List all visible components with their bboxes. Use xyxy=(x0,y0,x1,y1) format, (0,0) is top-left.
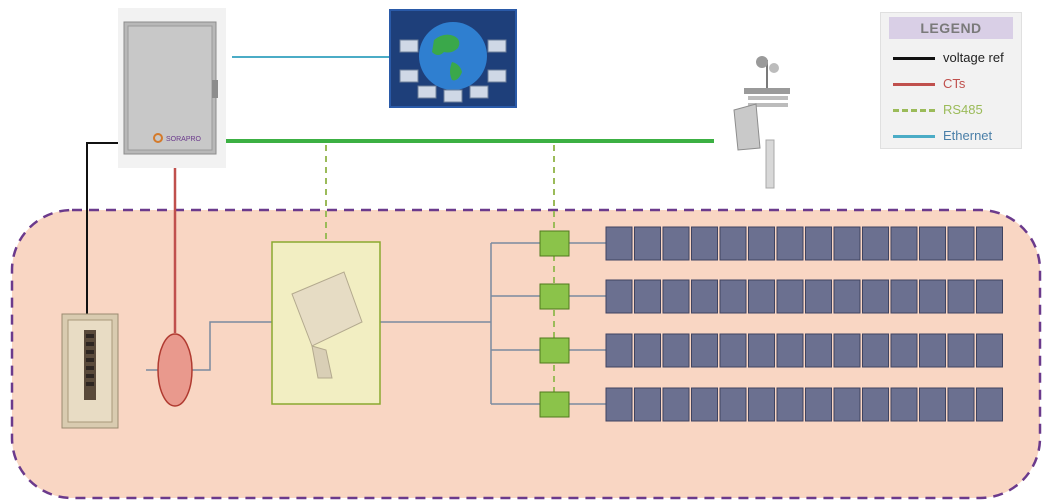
enclosure-logo: SORAPRO xyxy=(166,136,202,143)
solar-panel xyxy=(634,226,661,261)
solar-panel xyxy=(862,279,889,314)
legend-swatch-ethernet xyxy=(893,135,935,138)
solar-panel xyxy=(919,226,946,261)
solar-panel xyxy=(890,226,918,261)
solar-panel xyxy=(833,387,861,422)
solar-panel xyxy=(748,279,775,314)
solar-panel xyxy=(919,333,946,368)
legend-label-ethernet: Ethernet xyxy=(943,128,993,143)
current-transformer xyxy=(157,333,193,407)
solar-panel xyxy=(634,279,661,314)
solar-panel xyxy=(662,387,690,422)
solar-panel xyxy=(890,333,918,368)
solar-panel xyxy=(947,387,975,422)
voltage-ref-line xyxy=(86,142,118,314)
solar-panel xyxy=(776,226,804,261)
solar-panel xyxy=(634,387,661,422)
solar-panel xyxy=(919,279,946,314)
solar-panel xyxy=(719,333,747,368)
solar-panel xyxy=(976,333,1003,368)
solar-panel xyxy=(748,387,775,422)
solar-panel xyxy=(691,279,718,314)
solar-panel xyxy=(776,279,804,314)
solar-panel xyxy=(947,279,975,314)
legend-label-rs485: RS485 xyxy=(943,102,983,117)
solar-panel xyxy=(976,387,1003,422)
solar-panel xyxy=(662,226,690,261)
legend-label-voltage-ref: voltage ref xyxy=(943,50,1004,65)
solar-panel xyxy=(862,333,889,368)
legend-item-ethernet: Ethernet xyxy=(881,123,1021,149)
legend-item-cts: CTs xyxy=(881,71,1021,97)
solar-panel xyxy=(805,279,832,314)
legend-swatch-voltage-ref xyxy=(893,57,935,60)
legend-item-voltage-ref: voltage ref xyxy=(881,45,1021,71)
legend-item-rs485: RS485 xyxy=(881,97,1021,123)
solar-panel xyxy=(662,279,690,314)
solar-panel xyxy=(947,333,975,368)
inverter xyxy=(271,241,381,405)
solar-panel xyxy=(890,279,918,314)
solar-panel xyxy=(919,387,946,422)
legend-swatch-rs485 xyxy=(893,109,935,112)
solar-panel xyxy=(947,226,975,261)
solar-panel xyxy=(805,387,832,422)
solar-panel xyxy=(691,387,718,422)
string-combiners xyxy=(539,230,570,418)
legend-title: LEGEND xyxy=(889,17,1013,39)
solar-panel xyxy=(776,333,804,368)
solar-panel xyxy=(748,226,775,261)
solar-panel xyxy=(605,279,633,314)
solar-panel xyxy=(605,333,633,368)
solar-panel xyxy=(976,279,1003,314)
solar-panel xyxy=(634,333,661,368)
solar-panel xyxy=(605,226,633,261)
solar-panel xyxy=(833,226,861,261)
legend-swatch-cts xyxy=(893,83,935,86)
solar-panel xyxy=(833,279,861,314)
solar-panel xyxy=(719,387,747,422)
solar-panel xyxy=(691,333,718,368)
solar-panel xyxy=(805,226,832,261)
solar-panel xyxy=(662,333,690,368)
solar-panel xyxy=(605,387,633,422)
solar-panel xyxy=(805,333,832,368)
breaker-panel xyxy=(61,313,119,429)
legend-label-cts: CTs xyxy=(943,76,966,91)
solar-panel xyxy=(691,226,718,261)
solar-panel xyxy=(719,226,747,261)
solar-panel xyxy=(748,333,775,368)
solar-panel xyxy=(862,387,889,422)
solar-panel xyxy=(976,226,1003,261)
solar-panel xyxy=(776,387,804,422)
solar-panel xyxy=(890,387,918,422)
legend: LEGEND voltage ref CTs RS485 Ethernet xyxy=(880,12,1022,149)
solar-panel xyxy=(719,279,747,314)
solar-panel-array xyxy=(605,226,1003,422)
solar-panel xyxy=(862,226,889,261)
internet-globe-icon xyxy=(389,9,517,108)
weather-station-icon xyxy=(733,56,790,189)
solar-panel xyxy=(833,333,861,368)
monitoring-enclosure: SORAPRO xyxy=(118,8,226,168)
